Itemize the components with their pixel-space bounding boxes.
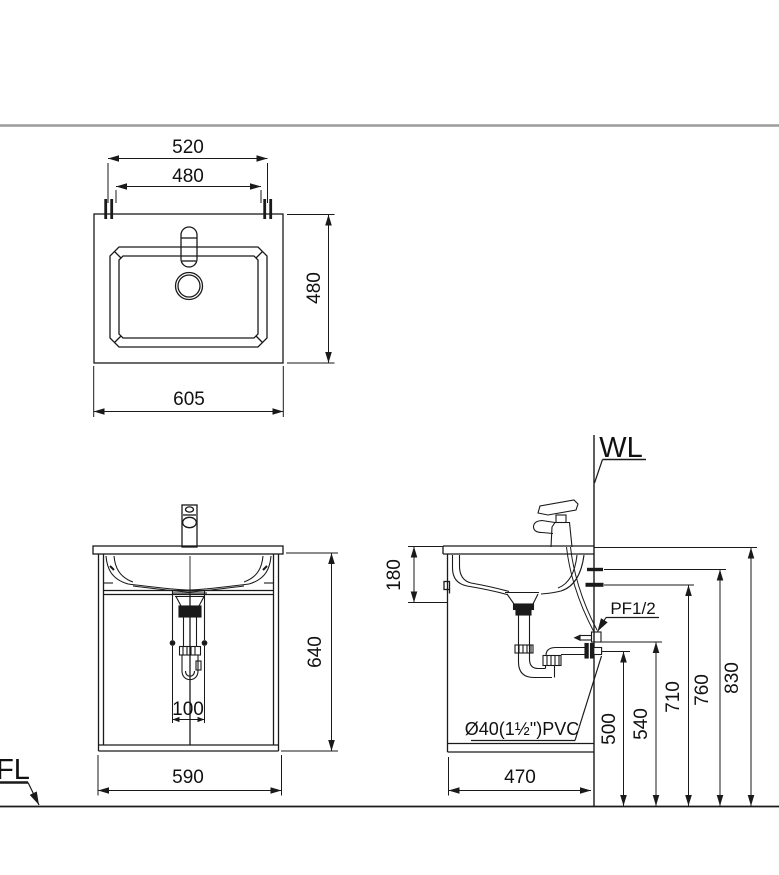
supply-hose	[566, 546, 594, 632]
dim-overall-height	[281, 552, 338, 752]
front-view	[92, 504, 338, 796]
faucet-front-view	[181, 504, 198, 548]
dim-label-520: 520	[172, 137, 204, 158]
top-view	[93, 155, 335, 417]
dim-label-605: 605	[173, 389, 205, 410]
dim-label-180: 180	[384, 559, 405, 591]
dim-label-830: 830	[722, 662, 743, 694]
dim-label-640: 640	[305, 636, 326, 668]
dim-bolt-spacing	[107, 155, 268, 203]
dim-valve-height	[601, 641, 662, 806]
label-leaders	[0, 458, 659, 806]
countertop-outline	[93, 213, 284, 364]
faucet-hole	[174, 271, 204, 301]
supply-stub-lower	[585, 582, 604, 587]
dim-label-760: 760	[692, 674, 713, 706]
dim-inner-spacing	[115, 183, 262, 203]
faucet-top-view	[174, 226, 204, 301]
dim-overall-width	[93, 366, 284, 417]
dim-supply-upper-height	[604, 569, 726, 806]
dim-label-480-top: 480	[172, 166, 204, 187]
dim-label-480-side: 480	[304, 272, 325, 304]
hanger-bolts	[104, 199, 273, 219]
dim-overall-depth	[287, 214, 335, 364]
side-view	[0, 435, 757, 807]
basin-side-section	[451, 554, 585, 596]
drain-trap-front	[169, 556, 208, 745]
dim-label-540: 540	[631, 708, 652, 740]
supply-stub-upper	[587, 567, 603, 572]
dim-counter-section-height	[408, 546, 448, 603]
dim-label-590: 590	[172, 767, 204, 788]
basin-front-section	[104, 555, 273, 593]
mounting-bracket	[443, 580, 451, 591]
faucet-side-view	[532, 499, 579, 548]
wall-line-label: WL	[599, 432, 643, 464]
dim-rod-spacing	[172, 646, 205, 723]
dim-counter-height	[594, 547, 757, 806]
angle-valve	[573, 631, 602, 643]
dim-label-710: 710	[663, 681, 684, 713]
cabinet-front	[97, 554, 280, 752]
dim-label-500: 500	[599, 713, 620, 745]
dim-drain-outlet-height	[602, 651, 630, 806]
basin-outer-rim	[109, 246, 268, 348]
dim-cabinet-width	[97, 755, 282, 796]
dim-cabinet-depth	[448, 757, 591, 796]
dim-supply-lower-height	[604, 584, 694, 806]
supply-fitting-label: PF1/2	[610, 599, 655, 618]
countertop-front	[92, 545, 284, 555]
drain-trap-side	[505, 591, 603, 679]
drain-pipe-label: Ø40(1½")PVC	[465, 719, 579, 739]
basin-inner-rim	[118, 255, 259, 339]
dim-label-100: 100	[172, 699, 204, 720]
cabinet-side	[443, 554, 594, 753]
dim-label-470: 470	[504, 767, 536, 788]
floor-line-label: FL	[0, 754, 30, 786]
